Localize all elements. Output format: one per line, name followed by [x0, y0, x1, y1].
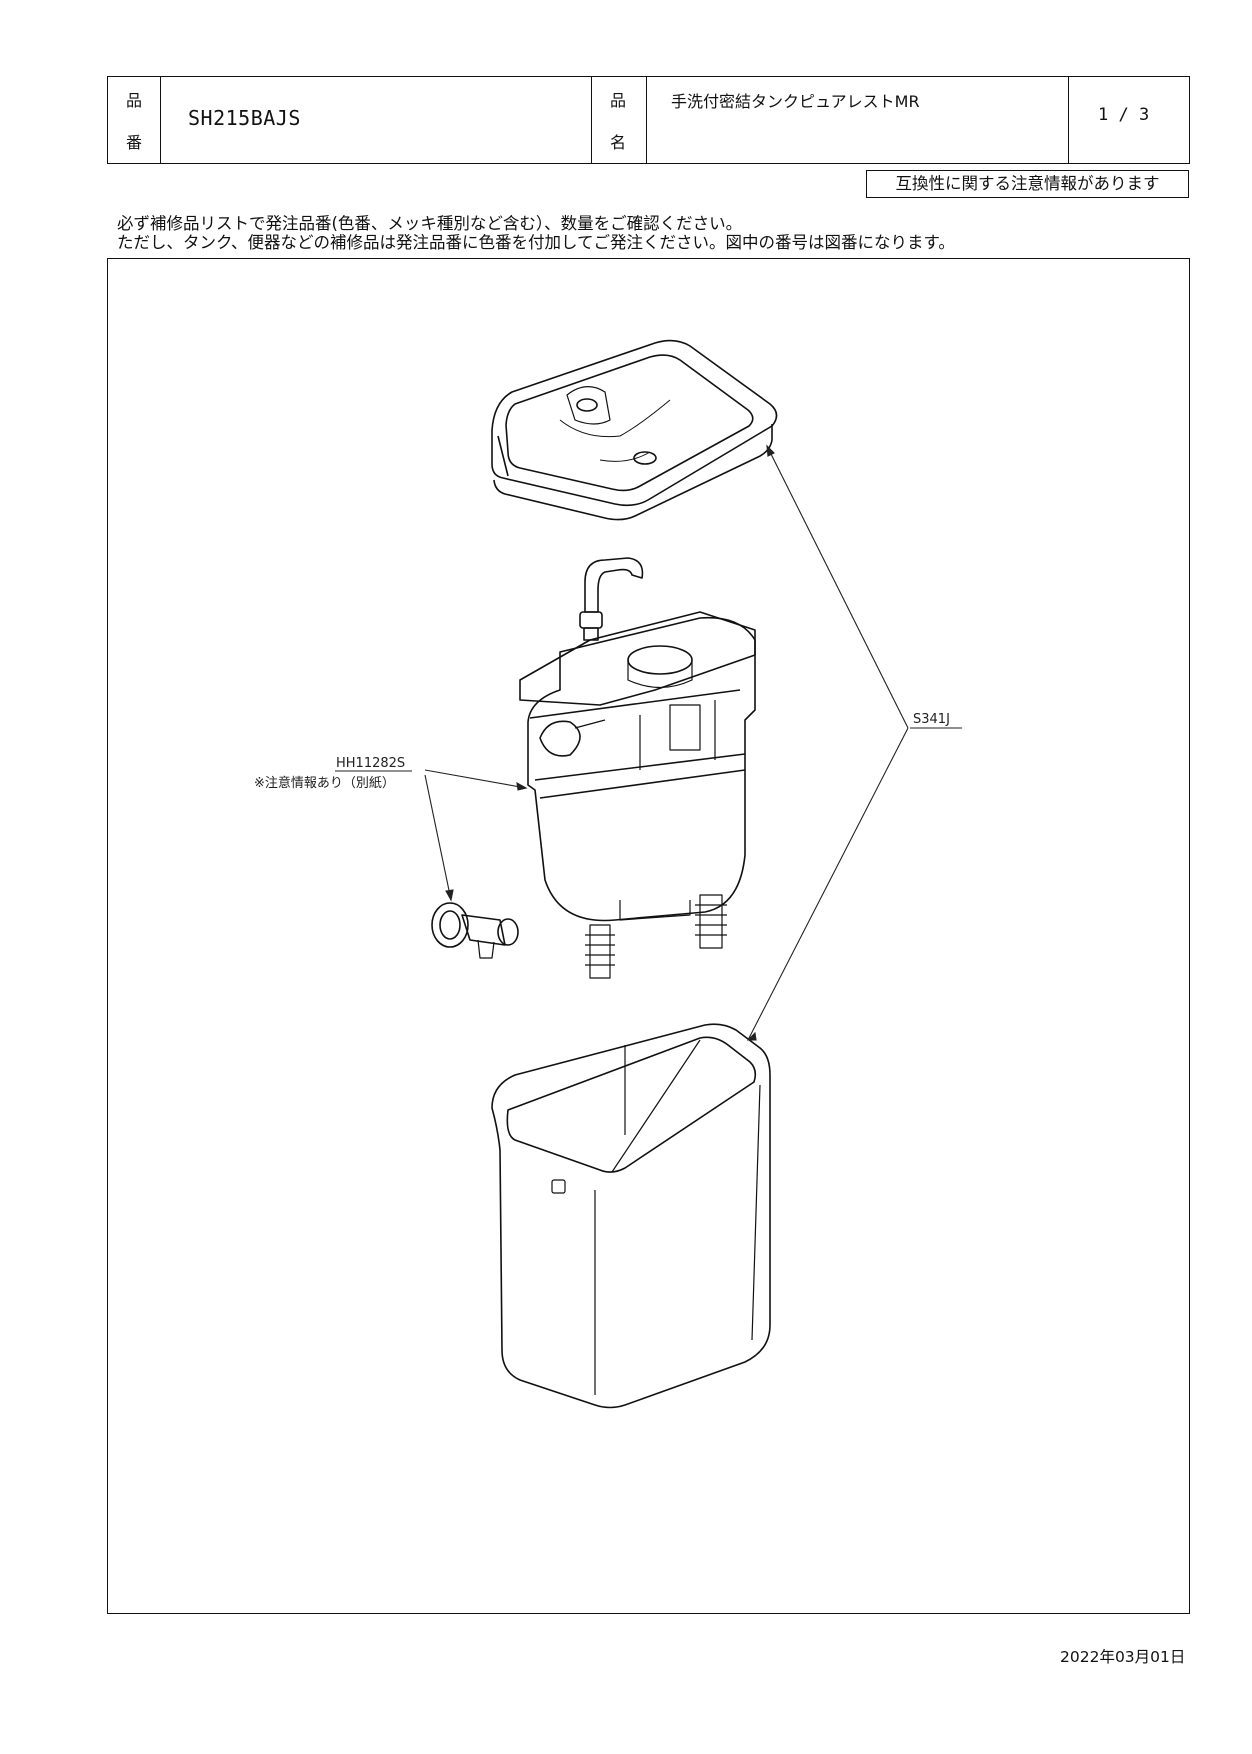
callout-part-a: HH11282S	[336, 756, 405, 771]
header-divider	[591, 77, 592, 163]
page-indicator: 1 / 3	[1098, 105, 1150, 125]
header-divider	[646, 77, 647, 163]
instruction-line-2: ただし、タンク、便器などの補修品は発注品番に色番を付加してご発注ください。図中の…	[117, 233, 955, 252]
product-name-label-top: 品	[609, 91, 626, 110]
callout-part-a-note: ※注意情報あり（別紙）	[254, 775, 395, 791]
valve-fitting-part	[431, 902, 519, 959]
basin-part	[491, 339, 778, 521]
tank-body-part	[491, 1023, 771, 1409]
instruction-line-1: 必ず補修品リストで発注品番(色番、メッキ種別など含む）、数量をご確認ください。	[117, 214, 743, 233]
part-no-label-top: 品	[125, 91, 142, 110]
issue-date: 2022年03月01日	[1060, 1648, 1186, 1666]
diagram-frame	[107, 258, 1190, 1614]
tank-internal-part	[519, 611, 756, 979]
header-divider	[160, 77, 161, 163]
leader-lines	[335, 444, 962, 1041]
product-name-label-bottom: 名	[609, 133, 626, 152]
faucet-part	[579, 557, 644, 641]
header-table: 品 番 SH215BAJS 品 名 手洗付密結タンクピュアレストMR 1 / 3	[107, 76, 1190, 164]
product-name: 手洗付密結タンクピュアレストMR	[671, 92, 920, 111]
compatibility-notice[interactable]: 互換性に関する注意情報があります	[866, 170, 1189, 198]
part-no-label-bottom: 番	[125, 133, 142, 152]
part-number: SH215BAJS	[188, 106, 301, 130]
header-divider	[1068, 77, 1069, 163]
callout-part-b: S341J	[913, 712, 950, 727]
